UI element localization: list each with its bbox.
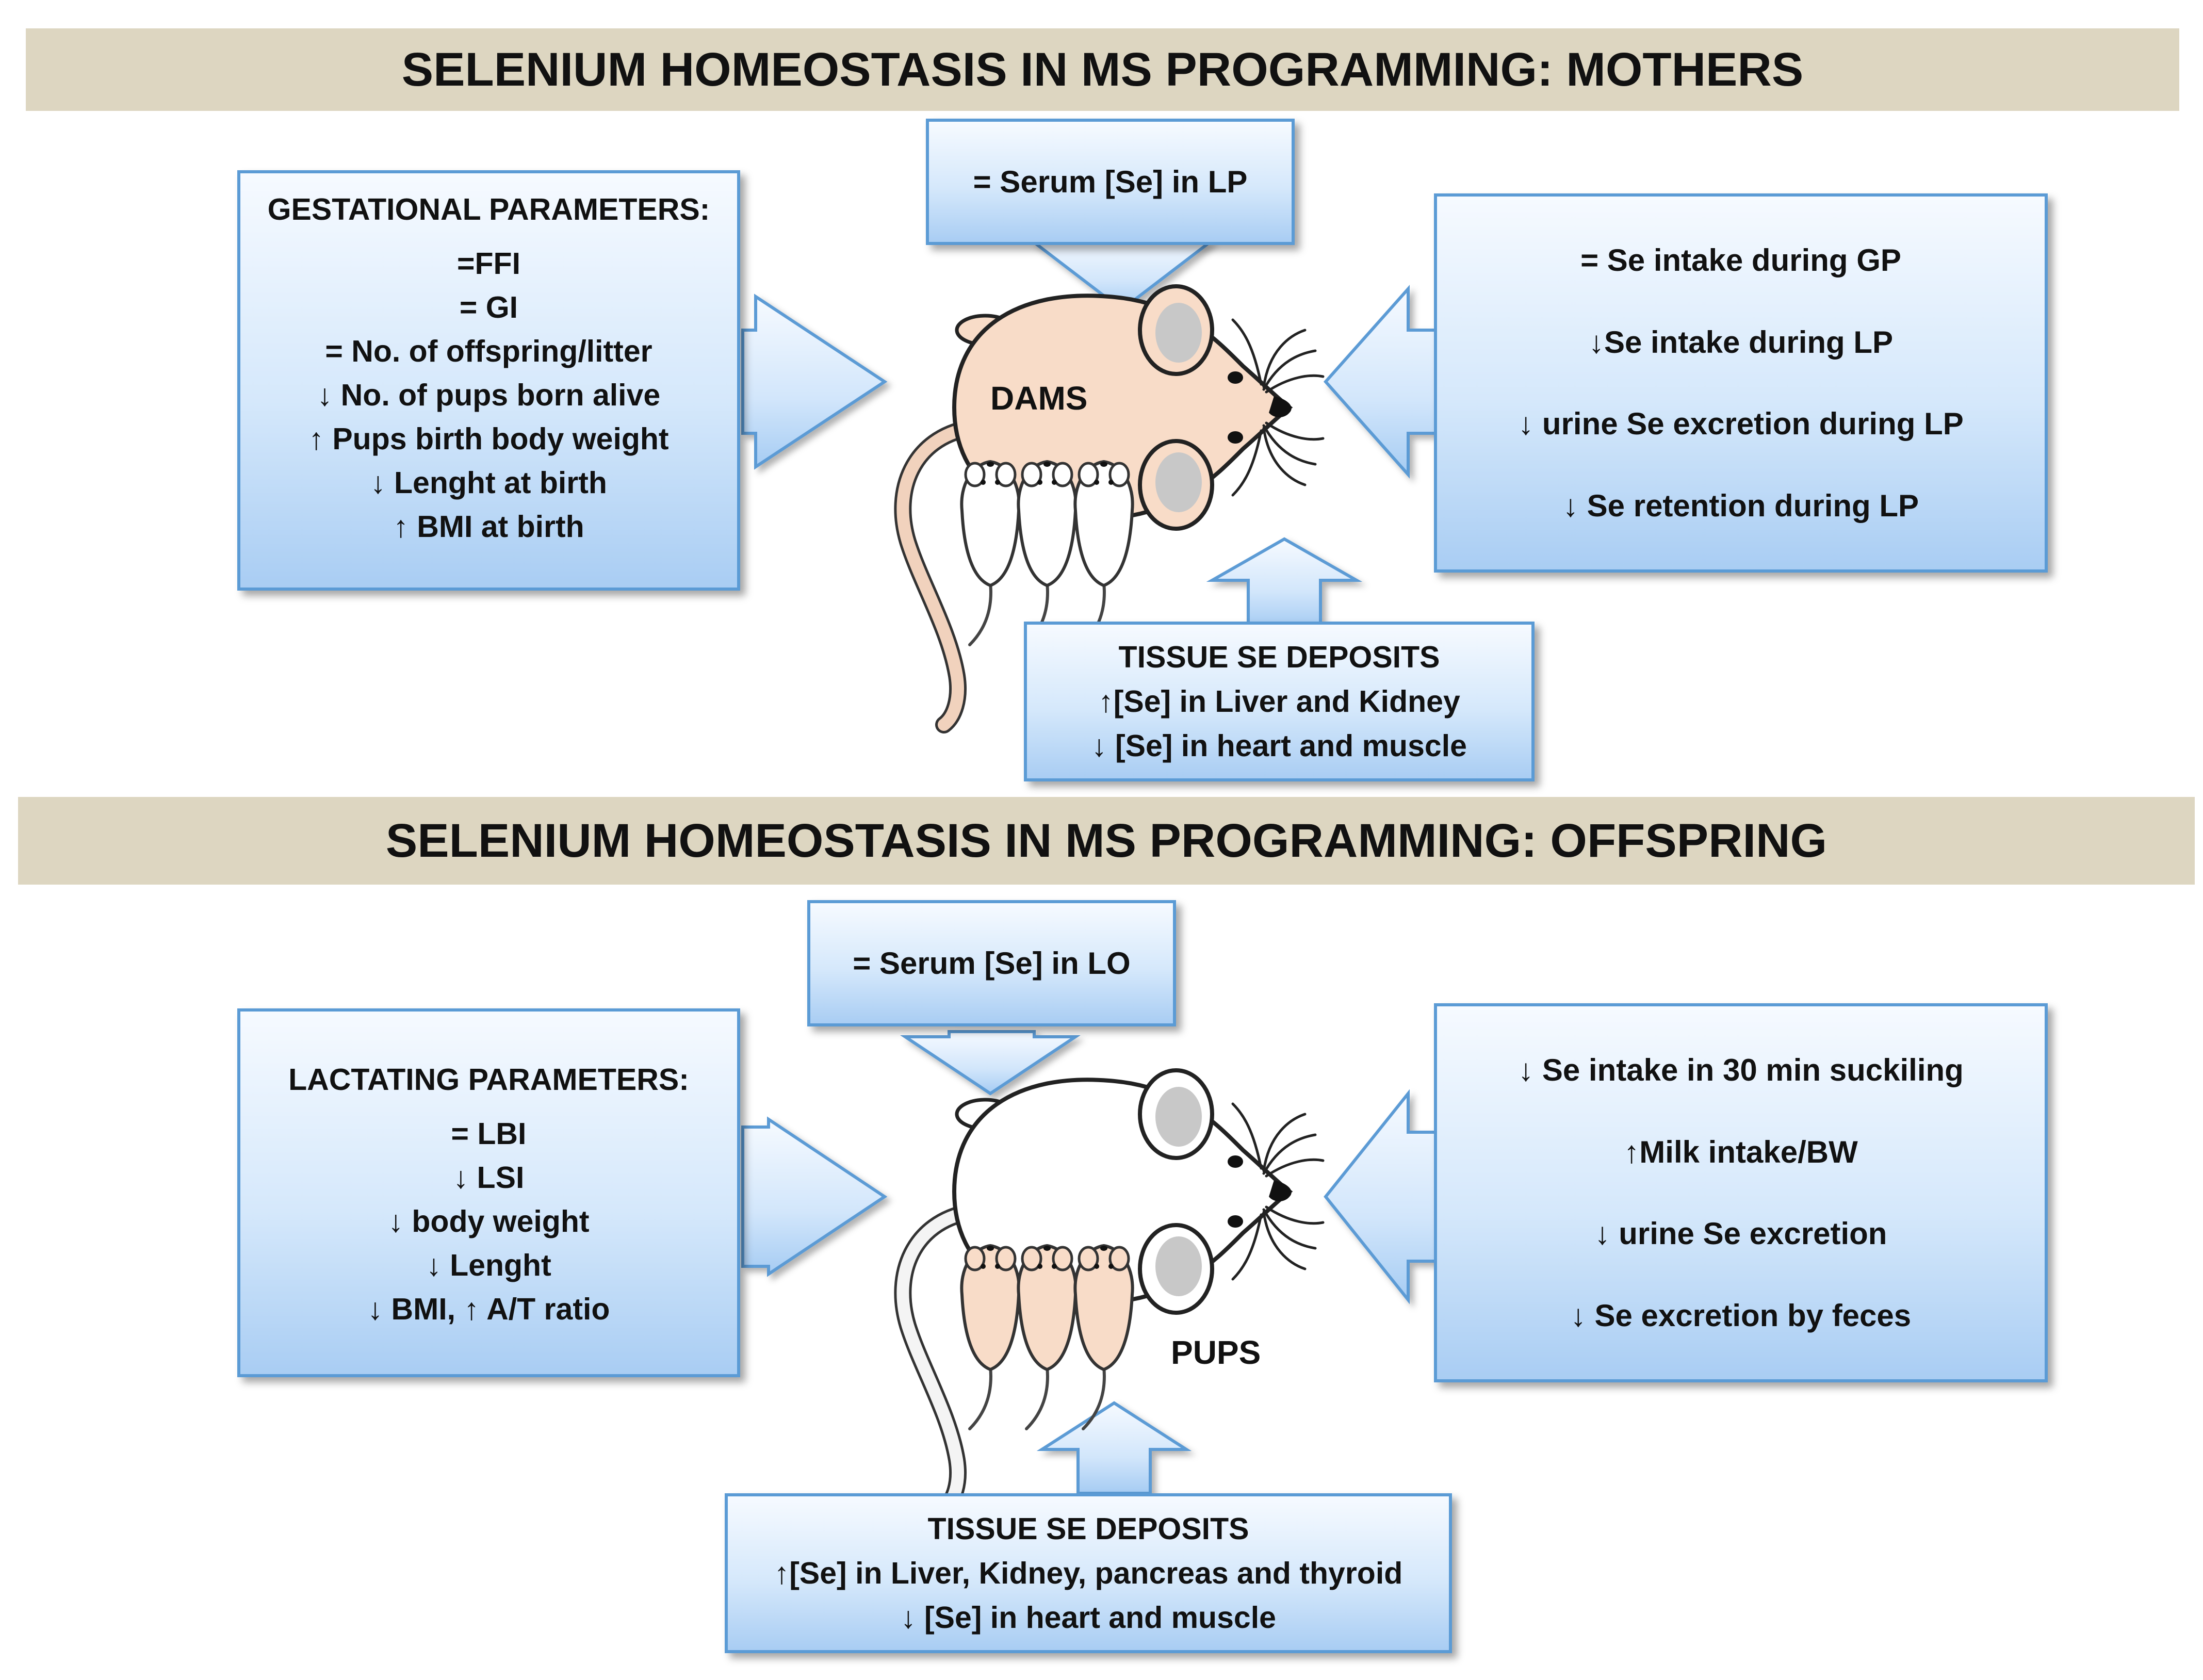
lactating-heading: LACTATING PARAMETERS: [288,1063,689,1097]
serum-lp-text: = Serum [Se] in LP [973,165,1248,199]
mothers-tissue-line: ↓ [Se] in heart and muscle [1091,729,1467,763]
dams-label: DAMS [990,380,1088,417]
mothers-tissue-line: ↑[Se] in Liver and Kidney [1098,684,1460,719]
offspring-intake-line: ↓ Se excretion by feces [1570,1298,1912,1333]
mothers-intake-line: ↓Se intake during LP [1588,324,1894,360]
offspring-bottom-arrow [1036,1401,1192,1495]
offspring-intake-line: ↑Milk intake/BW [1624,1134,1858,1169]
gestational-line: ↑ BMI at birth [393,510,584,544]
mothers-left-arrow-shape [741,293,888,470]
offspring-tissue-heading: TISSUE SE DEPOSITS [927,1512,1249,1546]
gestational-line: = No. of offspring/litter [325,334,652,368]
gestational-line: ↓ No. of pups born alive [317,378,661,412]
mothers-title-bar: SELENIUM HOMEOSTASIS IN MS PROGRAMMING: … [26,28,2179,111]
lactating-line: = LBI [451,1117,527,1151]
lactating-line: ↓ Lenght [426,1248,551,1282]
mothers-intake-box: = Se intake during GP ↓Se intake during … [1434,193,2048,573]
lactating-line: ↓ body weight [388,1204,590,1238]
mothers-tissue-heading: TISSUE SE DEPOSITS [1118,640,1440,674]
gestational-parameters-box: GESTATIONAL PARAMETERS: =FFI = GI = No. … [237,170,740,591]
gestational-heading: GESTATIONAL PARAMETERS: [267,192,710,226]
white-pups-icon [961,462,1132,645]
offspring-intake-line: ↓ Se intake in 30 min suckiling [1518,1053,1964,1088]
mothers-intake-line: ↓ Se retention during LP [1562,488,1919,523]
offspring-left-arrow [741,1116,888,1277]
mothers-intake-line: = Se intake during GP [1580,243,1901,278]
offspring-title: SELENIUM HOMEOSTASIS IN MS PROGRAMMING: … [385,814,1827,867]
serum-lo-text: = Serum [Se] in LO [853,946,1131,981]
offspring-title-bar: SELENIUM HOMEOSTASIS IN MS PROGRAMMING: … [18,797,2195,885]
offspring-tissue-box: TISSUE SE DEPOSITS ↑[Se] in Liver, Kidne… [725,1493,1452,1653]
lactating-line: ↓ BMI, ↑ A/T ratio [367,1292,610,1326]
offspring-right-arrow [1324,1089,1441,1304]
gestational-line: ↑ Pups birth body weight [308,422,669,456]
offspring-tissue-line: ↓ [Se] in heart and muscle [901,1601,1276,1635]
lactating-line: ↓ LSI [453,1161,525,1195]
offspring-intake-line: ↓ urine Se excretion [1594,1216,1887,1251]
mothers-tissue-box: TISSUE SE DEPOSITS ↑[Se] in Liver and Ki… [1024,622,1535,781]
offspring-tissue-line: ↑[Se] in Liver, Kidney, pancreas and thy… [774,1556,1403,1590]
mothers-right-arrow [1323,285,1441,479]
gestational-line: =FFI [457,247,520,281]
pups-label: PUPS [1171,1334,1261,1371]
mothers-intake-line: ↓ urine Se excretion during LP [1518,406,1964,442]
serum-lo-box: = Serum [Se] in LO [807,900,1176,1026]
mothers-title: SELENIUM HOMEOSTASIS IN MS PROGRAMMING: … [401,43,1804,96]
gestational-line: ↓ Lenght at birth [370,466,607,500]
gestational-line: = GI [459,290,518,324]
offspring-intake-box: ↓ Se intake in 30 min suckiling ↑Milk in… [1434,1003,2048,1382]
peach-pups-icon [961,1246,1132,1429]
serum-lp-box: = Serum [Se] in LP [926,119,1295,245]
mothers-bottom-arrow [1206,537,1363,628]
lactating-parameters-box: LACTATING PARAMETERS: = LBI ↓ LSI ↓ body… [237,1008,740,1377]
offspring-top-arrow [900,1030,1081,1096]
